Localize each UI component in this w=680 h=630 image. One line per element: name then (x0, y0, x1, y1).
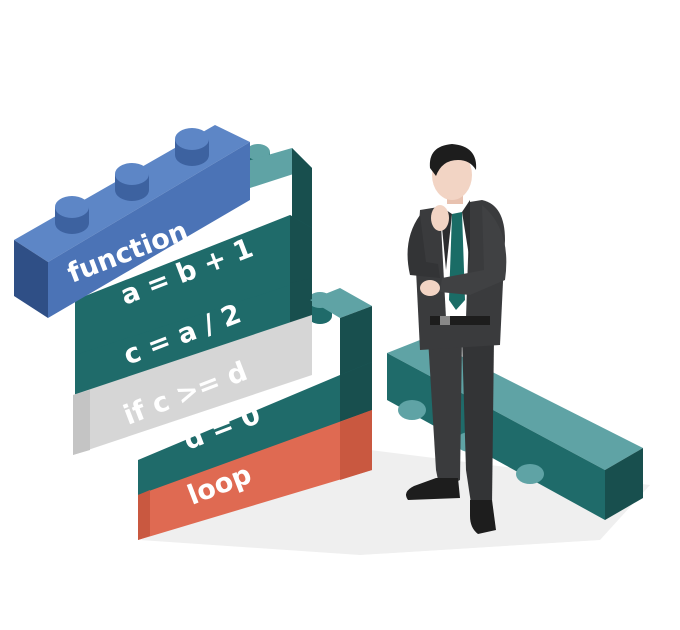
thinking-businessman (406, 144, 507, 534)
brick-stack-teal-back (310, 288, 372, 380)
brick-loop: loop (138, 410, 372, 540)
